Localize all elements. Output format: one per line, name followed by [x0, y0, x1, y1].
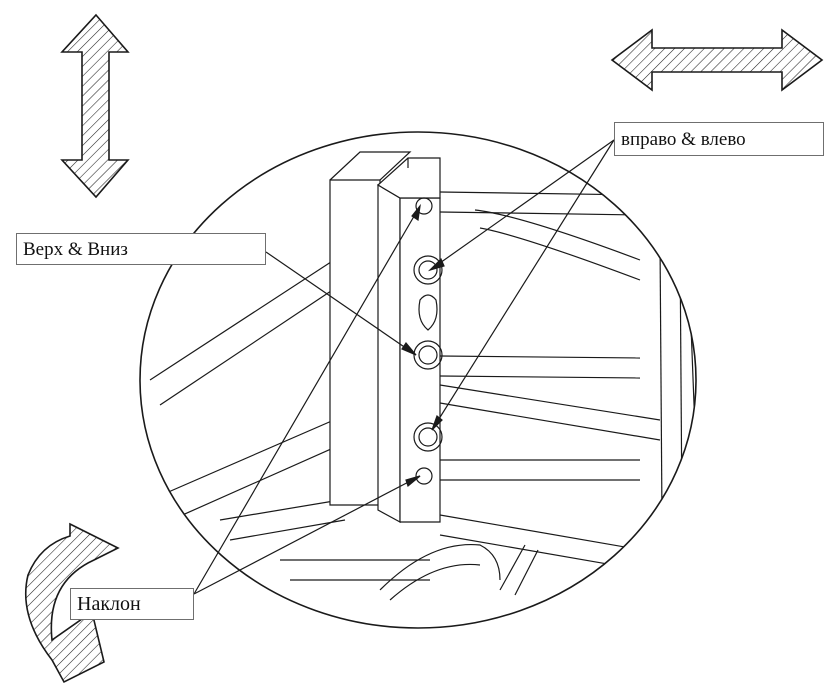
left-right-label: вправо & влево: [614, 122, 824, 156]
detail-circle: [139, 131, 697, 629]
horizontal-double-arrow-icon: [610, 28, 824, 92]
curved-double-arrow-icon: [24, 522, 120, 684]
leader-lines: [193, 139, 615, 595]
up-down-label: Верх & Вниз: [16, 233, 266, 265]
bracket-front-plate: [376, 157, 441, 524]
vertical-double-arrow-icon: [60, 13, 130, 199]
tilt-label: Наклон: [70, 588, 194, 620]
adjustment-screws: [413, 197, 443, 485]
